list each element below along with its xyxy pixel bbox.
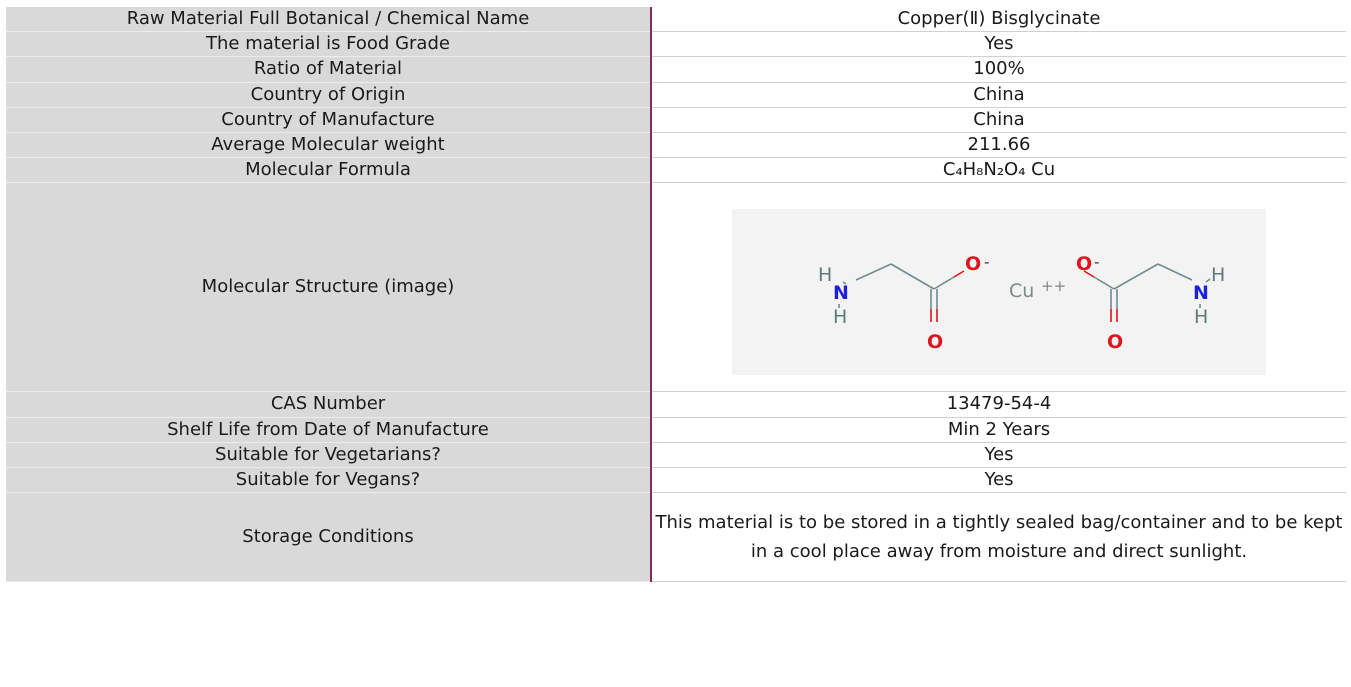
nitrogen-atom: N bbox=[1193, 282, 1209, 304]
row-value: 211.66 bbox=[651, 132, 1346, 159]
table-row: Average Molecular weight 211.66 bbox=[6, 132, 1346, 159]
row-label: Raw Material Full Botanical / Chemical N… bbox=[6, 7, 652, 33]
bond bbox=[1083, 270, 1095, 279]
negative-charge: - bbox=[1094, 253, 1099, 271]
hydrogen-atom: H bbox=[818, 264, 832, 286]
row-label: CAS Number bbox=[6, 391, 652, 418]
oxygen-atom: O bbox=[965, 253, 981, 275]
table-row: CAS Number 13479-54-4 bbox=[6, 391, 1346, 418]
negative-charge: - bbox=[984, 253, 989, 271]
hydrogen-atom: H bbox=[833, 306, 847, 328]
table-row: Raw Material Full Botanical / Chemical N… bbox=[6, 7, 1346, 33]
positive-charge: ++ bbox=[1041, 277, 1066, 295]
bond bbox=[933, 276, 955, 291]
molecular-formula: C₄H₈N₂O₄ Cu bbox=[651, 157, 1346, 184]
row-value: Yes bbox=[651, 467, 1346, 494]
oxygen-atom: O bbox=[1076, 253, 1092, 275]
table-row: Storage Conditions This material is to b… bbox=[6, 492, 1346, 583]
row-value: Min 2 Years bbox=[651, 417, 1346, 443]
copper-atom: Cu bbox=[1009, 280, 1034, 302]
bond bbox=[1093, 276, 1115, 291]
row-label: Suitable for Vegans? bbox=[6, 467, 652, 494]
bond bbox=[855, 263, 892, 282]
table-row: Molecular Structure (image) H bbox=[6, 182, 1346, 393]
row-value: Yes bbox=[651, 31, 1346, 58]
table-row: Ratio of Material 100% bbox=[6, 56, 1346, 83]
bond bbox=[842, 281, 847, 286]
bond bbox=[890, 263, 935, 291]
table-row: Suitable for Vegetarians? Yes bbox=[6, 442, 1346, 469]
bond bbox=[1113, 263, 1159, 291]
nitrogen-atom: N bbox=[833, 282, 849, 304]
row-label: Molecular Formula bbox=[6, 157, 652, 184]
row-value: China bbox=[651, 107, 1346, 134]
oxygen-atom: O bbox=[927, 331, 943, 353]
row-label: The material is Food Grade bbox=[6, 31, 652, 58]
table-row: Suitable for Vegans? Yes bbox=[6, 467, 1346, 494]
row-value: China bbox=[651, 82, 1346, 108]
table-row: Country of Origin China bbox=[6, 82, 1346, 108]
row-label: Ratio of Material bbox=[6, 56, 652, 83]
row-value: 100% bbox=[651, 56, 1346, 83]
row-value: Yes bbox=[651, 442, 1346, 469]
row-label: Molecular Structure (image) bbox=[6, 182, 652, 393]
row-label: Suitable for Vegetarians? bbox=[6, 442, 652, 469]
table-row: Molecular Formula C₄H₈N₂O₄ Cu bbox=[6, 157, 1346, 184]
row-label: Country of Origin bbox=[6, 82, 652, 108]
molecular-structure-image: H N H O - O Cu ++ bbox=[732, 209, 1266, 376]
row-label: Country of Manufacture bbox=[6, 107, 652, 134]
row-value: 13479-54-4 bbox=[651, 391, 1346, 418]
bond bbox=[1157, 263, 1193, 282]
hydrogen-atom: H bbox=[1194, 306, 1208, 328]
row-value: This material is to be stored in a tight… bbox=[651, 492, 1346, 583]
specification-table: Raw Material Full Botanical / Chemical N… bbox=[6, 7, 1346, 583]
bond bbox=[1205, 278, 1211, 284]
table-row: The material is Food Grade Yes bbox=[6, 31, 1346, 58]
row-label: Average Molecular weight bbox=[6, 132, 652, 159]
table-row: Country of Manufacture China bbox=[6, 107, 1346, 134]
bond bbox=[953, 270, 965, 279]
row-value: Copper(Ⅱ) Bisglycinate bbox=[651, 7, 1346, 33]
molecular-structure-cell: H N H O - O Cu ++ bbox=[651, 182, 1346, 393]
row-label: Shelf Life from Date of Manufacture bbox=[6, 417, 652, 443]
hydrogen-atom: H bbox=[1211, 264, 1225, 286]
table-row: Shelf Life from Date of Manufacture Min … bbox=[6, 417, 1346, 443]
oxygen-atom: O bbox=[1107, 331, 1123, 353]
row-label: Storage Conditions bbox=[6, 492, 652, 583]
